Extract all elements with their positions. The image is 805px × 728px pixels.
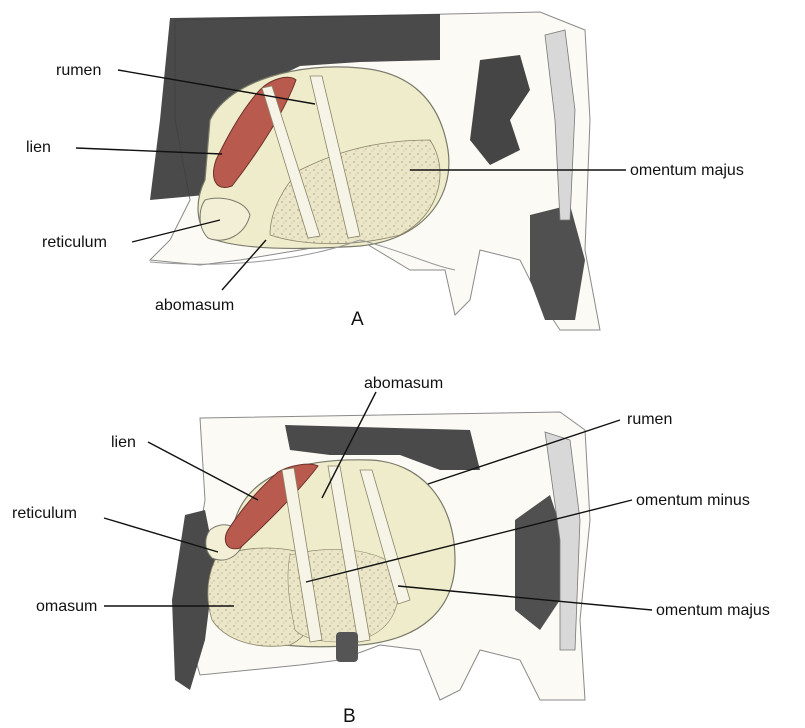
label-a-rumen: rumen (56, 62, 101, 79)
label-b-omentum-minus: omentum minus (636, 492, 750, 509)
label-a-abomasum: abomasum (155, 297, 234, 314)
label-a-omentum-majus: omentum majus (630, 162, 744, 179)
label-b-abomasum: abomasum (364, 375, 443, 392)
label-b-lien: lien (111, 434, 136, 451)
panel-label-a: A (351, 309, 364, 330)
panel-label-b: B (343, 706, 356, 727)
dark-attachment-b (336, 632, 358, 662)
label-b-rumen: rumen (627, 411, 672, 428)
label-b-reticulum: reticulum (12, 505, 77, 522)
label-a-lien: lien (26, 139, 51, 156)
panel-b (172, 412, 590, 700)
label-a-reticulum: reticulum (42, 234, 107, 251)
label-b-omentum-majus: omentum majus (656, 602, 770, 619)
panel-a (150, 12, 600, 330)
label-b-omasum: omasum (36, 598, 97, 615)
